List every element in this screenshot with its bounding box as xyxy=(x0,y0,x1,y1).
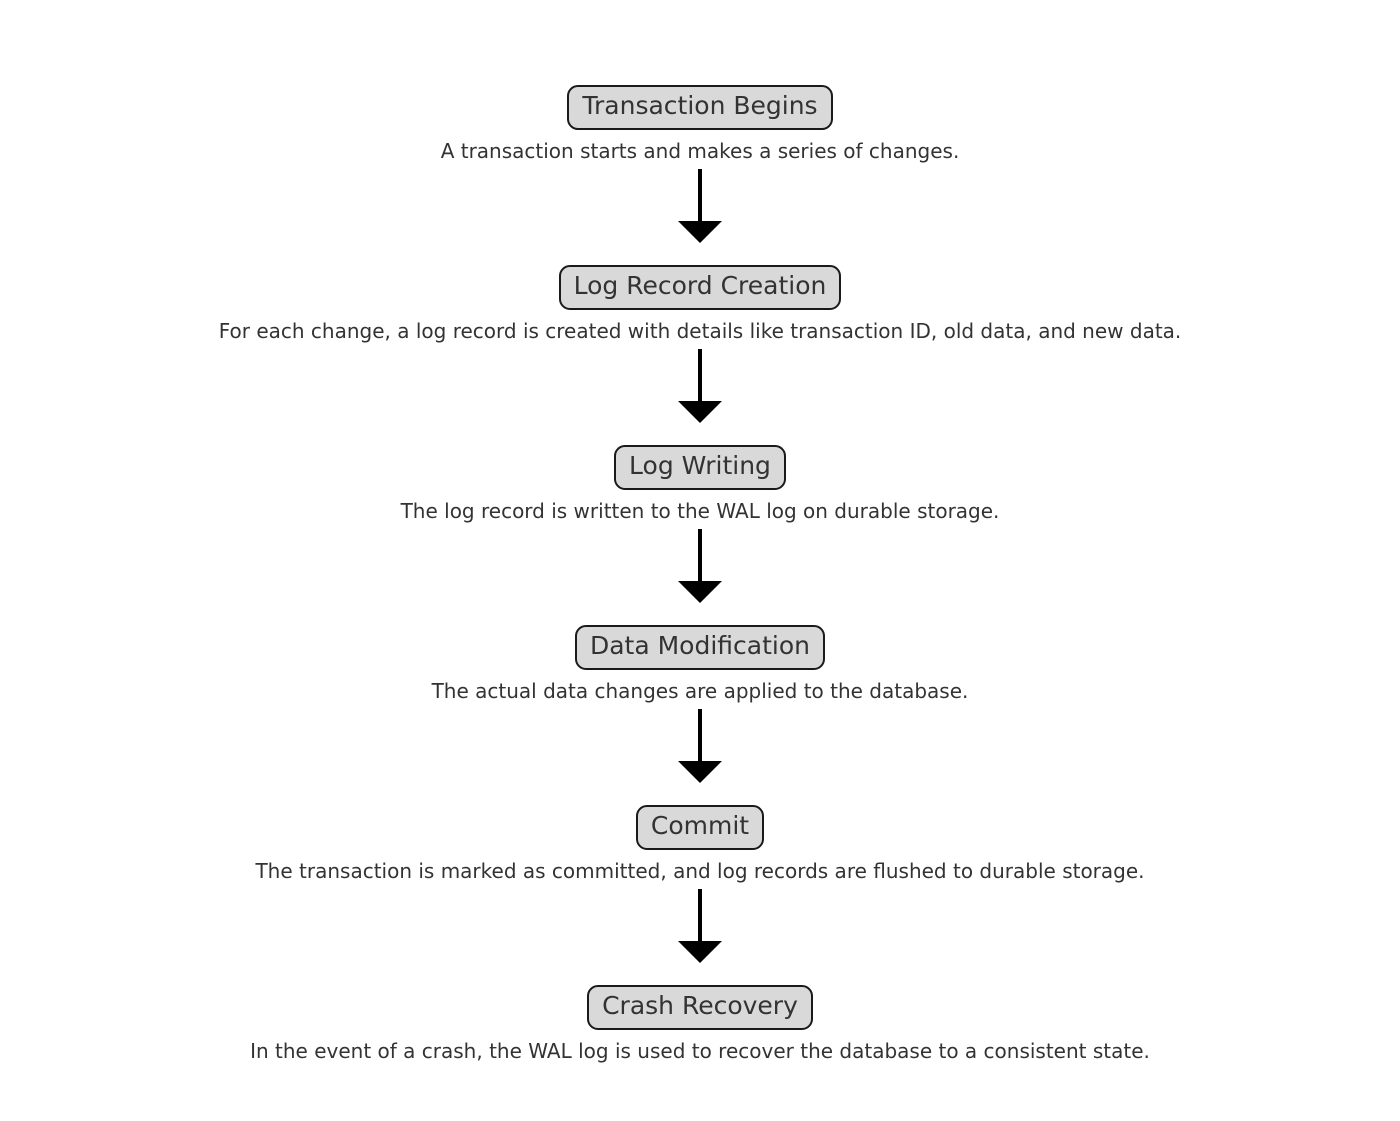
node-log-writing: Log Writing xyxy=(614,445,786,490)
stage-crash-recovery: Crash Recovery In the event of a crash, … xyxy=(250,985,1150,1065)
node-transaction-begins: Transaction Begins xyxy=(567,85,833,130)
stage-log-record-creation: Log Record Creation For each change, a l… xyxy=(218,265,1182,445)
down-arrow-icon xyxy=(678,889,722,963)
down-arrow-icon xyxy=(678,349,722,423)
node-crash-recovery: Crash Recovery xyxy=(587,985,813,1030)
node-description: The actual data changes are applied to t… xyxy=(431,679,969,703)
stage-log-writing: Log Writing The log record is written to… xyxy=(400,445,1000,625)
node-description: The log record is written to the WAL log… xyxy=(400,499,1000,523)
stage-commit: Commit The transaction is marked as comm… xyxy=(255,805,1145,985)
node-log-record-creation: Log Record Creation xyxy=(558,265,842,310)
down-arrow-icon xyxy=(677,709,722,783)
stage-transaction-begins: Transaction Begins A transaction starts … xyxy=(440,85,960,265)
node-commit: Commit xyxy=(635,805,765,850)
flow-column: Transaction Begins A transaction starts … xyxy=(0,85,1400,1065)
node-description: For each change, a log record is created… xyxy=(218,319,1182,343)
node-description: A transaction starts and makes a series … xyxy=(440,139,960,163)
node-data-modification: Data Modification xyxy=(574,625,825,670)
node-description: In the event of a crash, the WAL log is … xyxy=(250,1039,1150,1063)
down-arrow-icon xyxy=(677,529,722,603)
stage-data-modification: Data Modification The actual data change… xyxy=(431,625,969,805)
node-description: The transaction is marked as committed, … xyxy=(255,859,1145,883)
down-arrow-icon xyxy=(678,169,722,243)
